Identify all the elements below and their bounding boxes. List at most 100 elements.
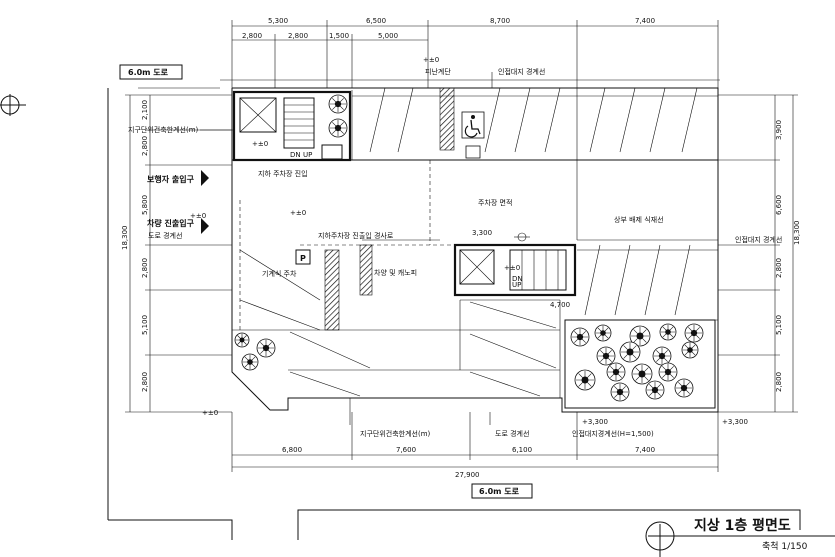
tree-branches xyxy=(660,324,676,340)
tree-core xyxy=(600,330,606,336)
level-stair: +±0 xyxy=(252,140,268,148)
pedestrian-entry-arrow-icon xyxy=(201,170,209,186)
top-dim-2: 6,500 xyxy=(366,17,386,25)
tree-branches xyxy=(607,363,625,381)
tree-branches xyxy=(685,324,703,342)
wheelchair-icon xyxy=(461,111,485,139)
fire-stair-label: 피난계단 xyxy=(425,67,451,76)
left-dim-4: 2,800 xyxy=(141,258,149,278)
tree-branches xyxy=(242,354,258,370)
tree-core xyxy=(581,376,589,384)
bottom-dim-1: 6,800 xyxy=(282,446,302,454)
tree-core xyxy=(239,337,245,343)
center-dim-mark: 3,300 xyxy=(472,229,492,237)
right-dim-4: 5,100 xyxy=(775,315,783,335)
road-label-bottom: 6.0m 도로 xyxy=(479,487,520,496)
drawing-title: 지상 1층 평면도 xyxy=(694,517,791,534)
road-label-bottom-box xyxy=(471,483,533,499)
tree-branches xyxy=(621,343,639,361)
tree-core xyxy=(334,100,342,108)
left-dim-1: 2,100 xyxy=(141,100,149,120)
tree-core xyxy=(602,352,610,360)
tree-symbols-left xyxy=(234,332,276,371)
right-dim-5: 2,800 xyxy=(775,372,783,392)
bottom-dim-4: 7,400 xyxy=(635,446,655,454)
tree-core xyxy=(262,344,270,352)
left-dim-5: 5,100 xyxy=(141,315,149,335)
title-block xyxy=(645,521,835,557)
accessible-sign-icon xyxy=(465,145,481,159)
tree-core xyxy=(612,368,620,376)
level-top: +±0 xyxy=(423,56,439,64)
tree-core xyxy=(247,359,253,365)
top-subdim-2: 2,800 xyxy=(288,32,308,40)
bottom-dim-2: 7,600 xyxy=(396,446,416,454)
road-line-label-left: 도로 경계선 xyxy=(148,231,182,240)
drawing-scale: 축척 1/150 xyxy=(762,541,808,552)
right-dim-2: 6,600 xyxy=(775,195,783,215)
level-bottom-right-2: +3,300 xyxy=(722,418,748,426)
landscape-label: 상부 배제 식재선 xyxy=(614,215,664,224)
elevator-up-label: UP xyxy=(512,281,521,289)
parking-area-label: 주차장 면적 xyxy=(478,198,512,207)
level-center: +±0 xyxy=(290,209,306,217)
top-subdim-4: 5,000 xyxy=(378,32,398,40)
sun-shade-label: 차양 및 캐노피 xyxy=(374,268,417,277)
adjacent-boundary-right-label: 인접대지 경계선 xyxy=(735,235,782,244)
left-dim-6: 2,800 xyxy=(141,372,149,392)
stair-core-top-left xyxy=(232,90,352,162)
vehicle-entry-arrow-icon xyxy=(201,218,209,234)
level-bottom-right-1: +3,300 xyxy=(582,418,608,426)
landscape-area xyxy=(564,319,716,409)
tree-branches xyxy=(659,363,677,381)
parking-sign-icon xyxy=(295,249,311,265)
tree-core xyxy=(680,384,688,392)
tree-core xyxy=(690,329,698,337)
right-dim-3: 2,800 xyxy=(775,258,783,278)
hatch-strip-3 xyxy=(324,249,340,331)
tree-core xyxy=(334,124,342,132)
elevator-dn-label: DN xyxy=(512,275,523,283)
mech-parking-label: 기계식 주차 xyxy=(262,269,297,278)
left-dim-2: 2,800 xyxy=(141,136,149,156)
tree-core xyxy=(664,368,672,376)
top-dimension-lines xyxy=(231,20,719,88)
top-dim-4: 7,400 xyxy=(635,17,655,25)
tree-symbols-top xyxy=(328,94,348,138)
elevator-core-center xyxy=(453,232,577,297)
step-dim-mark: 4,700 xyxy=(550,301,570,309)
tree-core xyxy=(651,386,659,394)
left-dim-total: 18,300 xyxy=(121,226,129,251)
vehicle-entry-label: 차량 진출입구 xyxy=(147,218,195,228)
level-vehicle: +±0 xyxy=(190,212,206,220)
road-edge-bottom-left xyxy=(108,519,233,540)
hatch-strip-2 xyxy=(359,244,373,296)
tree-branches xyxy=(633,365,651,383)
tree-branches xyxy=(329,95,347,113)
tree-core xyxy=(616,388,624,396)
tree-branches xyxy=(257,339,275,357)
tree-core xyxy=(576,333,584,341)
ramp-stalls-bottom xyxy=(239,249,557,397)
tree-branches xyxy=(631,327,649,345)
left-dim-3: 5,800 xyxy=(141,195,149,215)
parking-stalls-top xyxy=(352,87,718,153)
tree-branches xyxy=(576,371,594,389)
setback-bottom-label: 지구단위건축한계선(m) xyxy=(360,429,431,438)
parking-stalls-right xyxy=(577,244,718,316)
stair-dn-label: DN xyxy=(290,151,301,159)
tree-branches xyxy=(682,342,698,358)
tree-core xyxy=(626,348,634,356)
tree-branches xyxy=(611,383,629,401)
tree-core xyxy=(665,329,671,335)
setback-top-left-label: 지구단위건축한계선(m) xyxy=(128,125,199,134)
tree-branches xyxy=(675,379,693,397)
tree-branches xyxy=(653,347,671,365)
tree-core xyxy=(658,352,666,360)
right-dimension-lines xyxy=(718,94,798,413)
tree-branches xyxy=(595,325,611,341)
tree-branches xyxy=(235,333,249,347)
hatch-strip-1 xyxy=(439,87,455,151)
adjacent-boundary-top-label: 인접대지 경계선 xyxy=(498,67,545,76)
tree-core xyxy=(687,347,693,353)
